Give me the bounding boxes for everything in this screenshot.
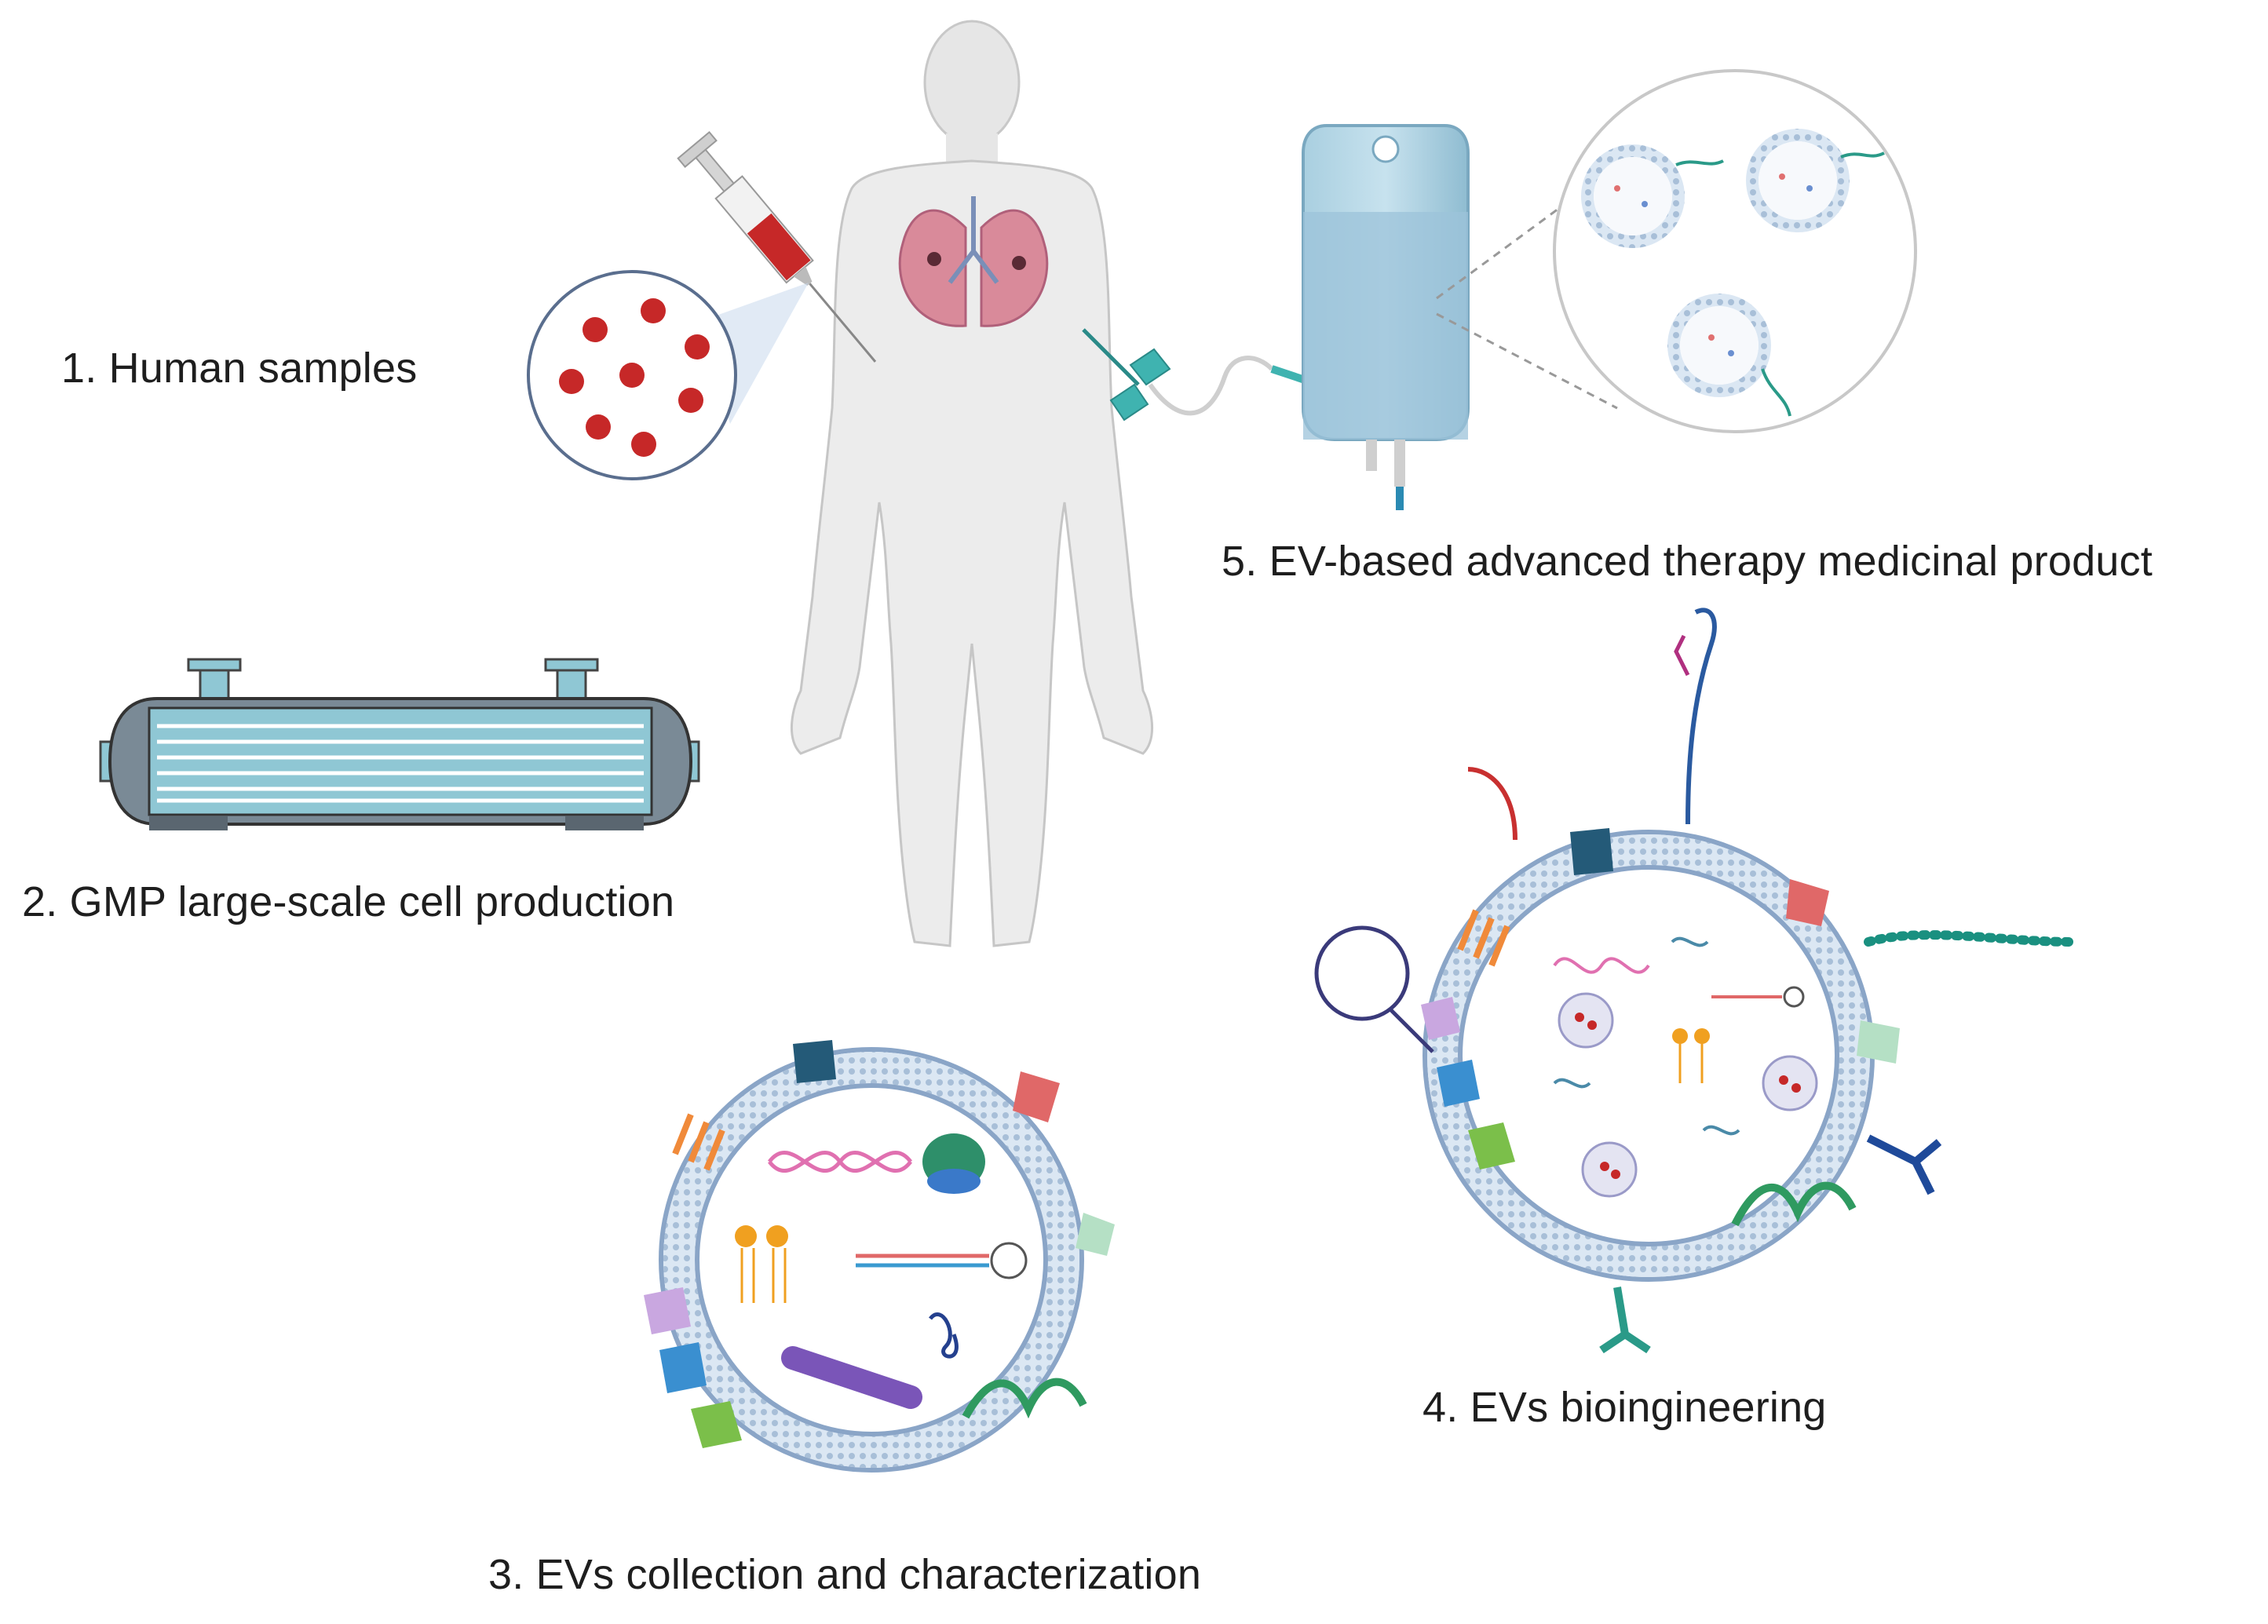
iv-bag-icon [1302,124,1470,510]
step-3-label: 3. EVs collection and characterization [488,1551,1202,1598]
extracellular-vesicle-icon [644,1040,1115,1473]
step-2-label: 2. GMP large-scale cell production [22,878,675,925]
hollow-fiber-bioreactor-icon [99,658,700,830]
step-1-label: 1. Human samples [61,345,418,392]
human-body-icon [790,20,1154,947]
lungs-icon [898,196,1049,327]
blood-cells-magnifier-icon [527,270,809,480]
step-4-label: 4. EVs bioingineering [1423,1384,1827,1431]
butterfly-needle-icon [1082,328,1320,422]
syringe-icon [677,130,877,363]
step-5-label: 5. EV-based advanced therapy medicinal p… [1222,538,2153,585]
engineered-vesicle-icon [1314,608,2077,1354]
ev-magnifier-icon [1436,69,1917,433]
